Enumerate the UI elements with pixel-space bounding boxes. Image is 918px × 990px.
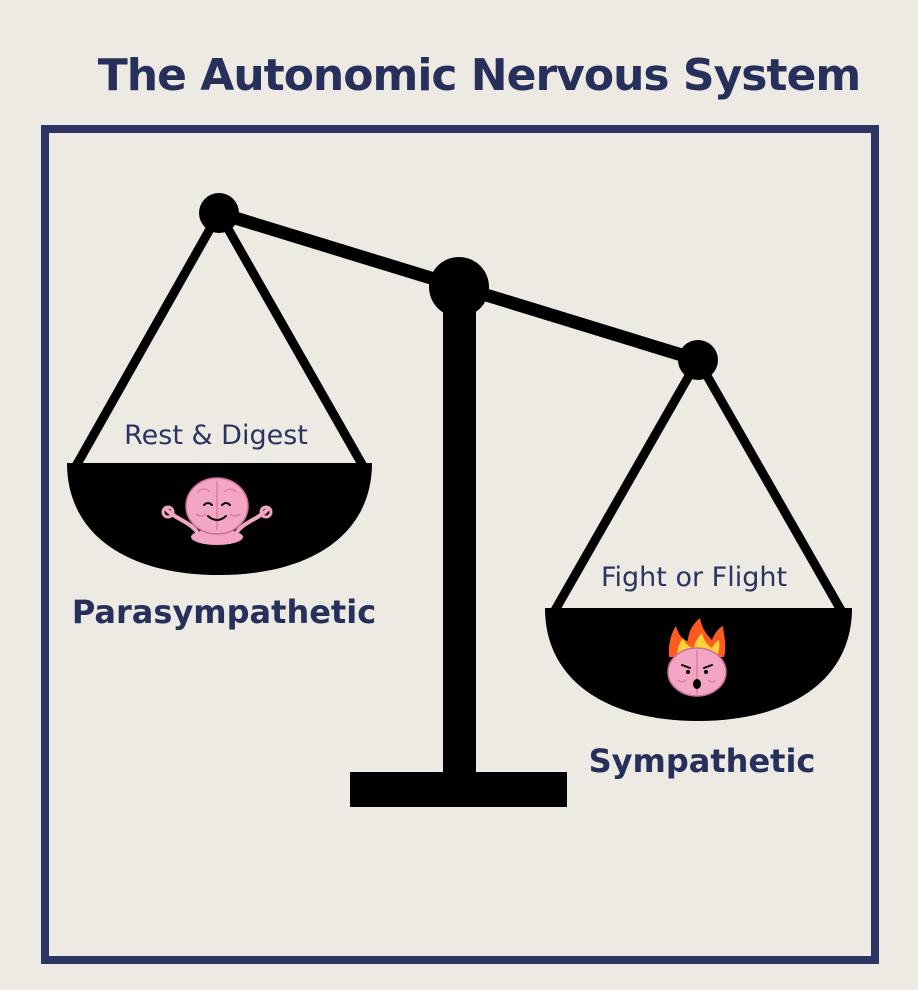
scale-pivot bbox=[429, 257, 489, 317]
meditating-brain-icon bbox=[161, 477, 273, 545]
page-title: The Autonomic Nervous System bbox=[97, 50, 861, 101]
fight-flight-caption: Fight or Flight bbox=[601, 562, 787, 593]
stressed-brain-on-fire-icon bbox=[667, 618, 727, 697]
sympathetic-label: Sympathetic bbox=[589, 742, 816, 780]
scale-pillar bbox=[443, 290, 476, 780]
parasympathetic-label: Parasympathetic bbox=[72, 593, 376, 631]
rest-digest-caption: Rest & Digest bbox=[124, 420, 308, 451]
diagram-frame bbox=[41, 125, 879, 964]
